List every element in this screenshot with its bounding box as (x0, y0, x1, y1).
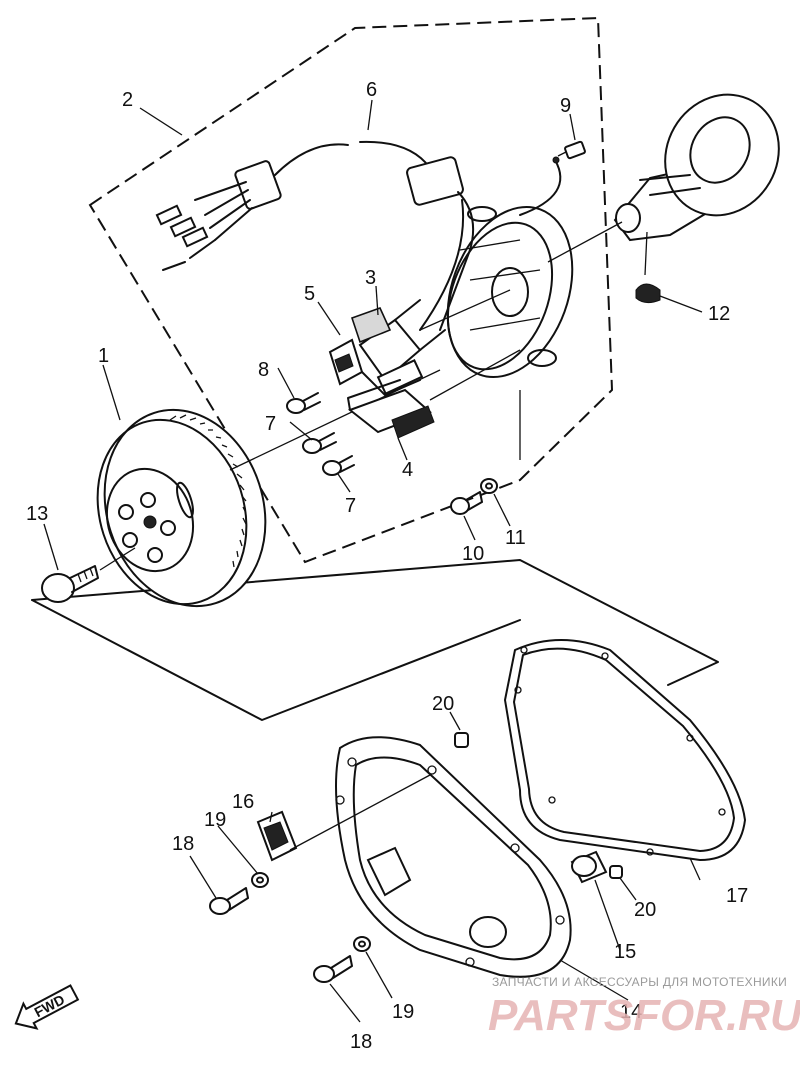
callout-7-upper: 7 (265, 413, 276, 435)
cover-gasket (504, 639, 746, 861)
callout-6: 6 (366, 79, 377, 101)
dowel-pin-upper (454, 732, 469, 748)
callout-12: 12 (708, 303, 730, 325)
woodruff-key (635, 231, 661, 304)
dowel-pin-lower (609, 865, 623, 879)
callout-19-upper: 19 (204, 809, 226, 831)
leader-lines (43, 99, 703, 1023)
callout-20-upper: 20 (432, 693, 454, 715)
stator-washer (480, 478, 498, 494)
coil-screw-7-lower (322, 455, 355, 476)
stator-bolt (450, 491, 483, 515)
callout-7-lower: 7 (345, 495, 356, 517)
cover-bracket (256, 774, 431, 862)
stator-assembly-outline (88, 16, 614, 564)
cover-bushing (570, 850, 608, 884)
pulser-coil (328, 338, 424, 396)
callout-3: 3 (365, 267, 376, 289)
watermark-caption: ЗАПЧАСТИ И АКСЕССУАРЫ ДЛЯ МОТОТЕХНИКИ (492, 975, 787, 989)
callout-9: 9 (560, 95, 571, 117)
callout-15: 15 (614, 941, 636, 963)
cover-bolt-lower (313, 955, 353, 983)
flywheel-rotor (96, 408, 267, 608)
charge-coil (350, 289, 511, 382)
cover-washer-upper (251, 872, 269, 888)
coil-screw-8 (286, 392, 321, 414)
callout-16: 16 (232, 791, 254, 813)
source-coil (347, 349, 521, 439)
callout-19-lower: 19 (392, 1001, 414, 1023)
fwd-direction-arrow: FWD (14, 984, 80, 1030)
callout-18-upper: 18 (172, 833, 194, 855)
callout-14: 14 (620, 1001, 642, 1023)
cover-group-outline (31, 559, 719, 721)
callout-11: 11 (505, 527, 526, 549)
coil-screw-7-upper (302, 432, 337, 454)
watermark: ЗАПЧАСТИ И АКСЕССУАРЫ ДЛЯ МОТОТЕХНИКИ PA… (488, 975, 800, 1040)
crankcase-cover (335, 736, 572, 978)
wiring-harness (155, 140, 475, 331)
cover-washer-lower (353, 936, 371, 952)
callout-5: 5 (304, 283, 315, 305)
callout-8: 8 (258, 359, 269, 381)
ground-screw (519, 140, 586, 216)
cover-bolt-upper (209, 887, 249, 915)
callout-2: 2 (122, 89, 133, 111)
callout-18-lower: 18 (350, 1031, 372, 1053)
crankshaft-end (547, 93, 780, 263)
callout-1: 1 (98, 345, 109, 367)
callout-17: 17 (726, 885, 748, 907)
callout-4: 4 (402, 459, 413, 481)
callout-10: 10 (462, 543, 484, 565)
watermark-logo: PARTSFOR.RU (488, 991, 800, 1040)
flywheel-bolt (41, 547, 136, 603)
stator-base-plate (446, 205, 574, 379)
callout-20-lower: 20 (634, 899, 656, 921)
callout-13: 13 (26, 503, 48, 525)
